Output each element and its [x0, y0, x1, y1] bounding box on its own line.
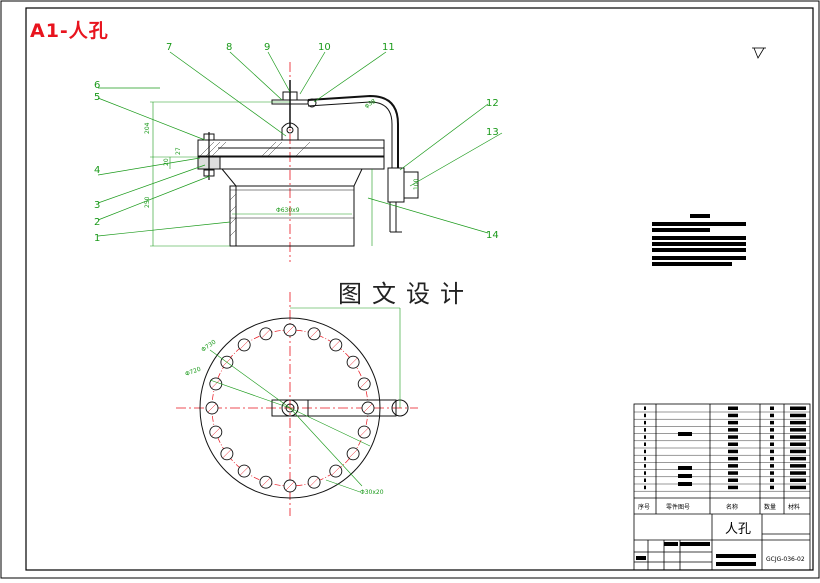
- callout-4: 4: [94, 165, 100, 176]
- dim-height-lower: 250: [144, 196, 151, 208]
- dim-flange-thk: 27: [175, 147, 182, 155]
- front-dimensions: [150, 101, 373, 247]
- inner-frame: [25, 7, 814, 571]
- tb-col-name: 名称: [726, 503, 738, 511]
- swing-pipe: [307, 94, 399, 168]
- callout-12: 12: [486, 98, 499, 109]
- neck-shell: [229, 185, 355, 247]
- swing-arm: [271, 399, 397, 417]
- callout-10: 10: [318, 42, 331, 53]
- title-block-header: 序号 零件图号 名称 数量 材料: [638, 503, 800, 511]
- hinge-block: [387, 167, 405, 203]
- dim-bolt-hole: Φ30x20: [360, 489, 384, 496]
- top-view: [176, 292, 418, 516]
- technical-notes: [652, 214, 746, 266]
- roughness-symbol: [752, 47, 766, 59]
- dim-height-small: 20: [163, 158, 170, 166]
- dim-pipe-len: 100: [413, 178, 420, 190]
- callout-13: 13: [486, 127, 499, 138]
- tb-col-partno: 零件图号: [666, 503, 690, 511]
- tb-drawing-code: GCJG-036-02: [766, 556, 805, 563]
- callout-11: 11: [382, 42, 395, 53]
- callout-9: 9: [264, 42, 270, 53]
- dim-pipe-ann: φ38: [364, 98, 378, 110]
- callout-labels: 1 2 3 4 5 6 7 8 9 10 11 12 13 14: [94, 42, 499, 244]
- dim-pcd-bolts: Φ720: [184, 366, 202, 378]
- dim-height-total: 204: [144, 122, 151, 134]
- top-dimensions: [209, 307, 401, 493]
- callout-1: 1: [94, 233, 100, 244]
- callout-6: 6: [94, 80, 100, 91]
- title-block-redactions: [636, 406, 806, 566]
- callout-8: 8: [226, 42, 232, 53]
- tb-col-material: 材料: [788, 503, 800, 511]
- drawing-title: A1-人孔: [30, 20, 109, 42]
- callout-2: 2: [94, 217, 100, 228]
- leader-lines: [97, 51, 503, 237]
- callout-3: 3: [94, 200, 100, 211]
- title-block-rows: [634, 411, 810, 492]
- title-block: [633, 403, 811, 571]
- dim-shell-dia: Φ630x9: [276, 207, 300, 214]
- front-view: [197, 62, 419, 262]
- tb-drawing-name: 人孔: [725, 522, 751, 537]
- callout-14: 14: [486, 230, 499, 241]
- bolt-holes: [205, 323, 375, 493]
- tb-col-qty: 数量: [764, 503, 776, 511]
- outer-flange-circle: [199, 317, 381, 499]
- flange: [197, 156, 385, 170]
- cover-hatch: [199, 141, 311, 157]
- callout-7: 7: [166, 42, 172, 53]
- callout-5: 5: [94, 92, 100, 103]
- dim-pcd-outer: Φ730: [200, 339, 217, 354]
- tb-col-index: 序号: [638, 503, 650, 511]
- watermark-text: 图文设计: [338, 280, 474, 308]
